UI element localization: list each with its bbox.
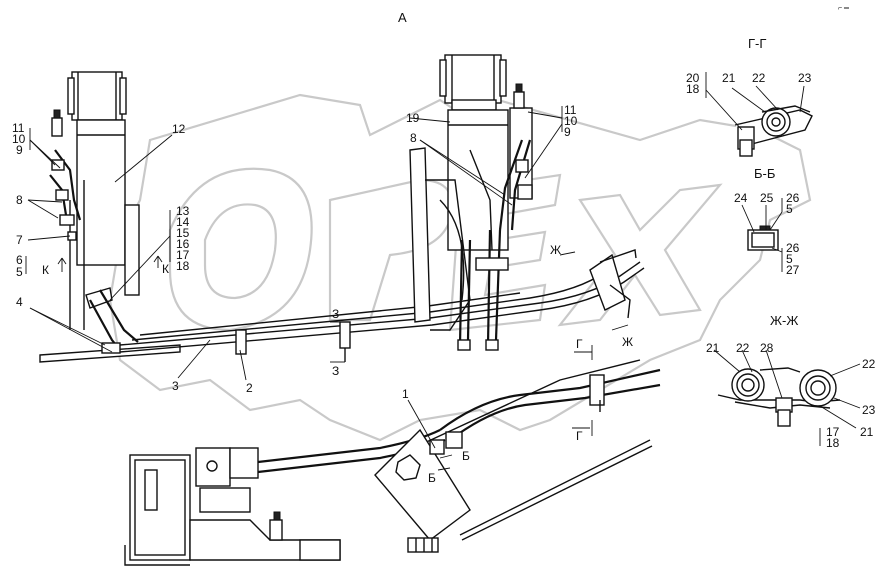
callout-12: 12 <box>172 122 186 136</box>
central-lift-cylinder <box>409 54 533 351</box>
callout-zh-17: 17 <box>826 425 840 439</box>
callout-5: 5 <box>16 265 23 279</box>
hydraulic-tubes <box>119 261 645 362</box>
callout-bb-24: 24 <box>734 191 748 205</box>
lower-hose-run <box>419 359 661 541</box>
callout-bb-26a: 26 <box>786 191 800 205</box>
callout-zh-22: 22 <box>736 341 750 355</box>
callout-zh-21-right: 21 <box>860 425 874 439</box>
callout-13: 13 <box>176 204 190 218</box>
callout-gg-23: 23 <box>798 71 812 85</box>
callout-gg-18: 18 <box>686 82 700 96</box>
callout-zh-22-right: 22 <box>862 357 876 371</box>
callout-9: 9 <box>16 143 23 157</box>
callout-zh-28: 28 <box>760 341 774 355</box>
callout-17: 17 <box>176 248 190 262</box>
callout-15: 15 <box>176 226 190 240</box>
cut-mark-z-top: З <box>332 307 339 321</box>
tube-end-bracket <box>589 249 637 319</box>
callout-19: 19 <box>406 111 420 125</box>
callout-9-right: 9 <box>564 125 571 139</box>
cut-mark-g-bottom: Г <box>576 429 583 443</box>
cut-mark-zh-bottom: Ж <box>622 335 633 349</box>
callout-zh-18: 18 <box>826 436 840 450</box>
callout-gg-22: 22 <box>752 71 766 85</box>
cut-mark-k-left: К <box>42 263 49 277</box>
callout-3: 3 <box>172 379 179 393</box>
cut-mark-b-top: Б <box>462 449 470 463</box>
cut-mark-zh-top: Ж <box>550 243 561 257</box>
callout-8-center: 8 <box>410 131 417 145</box>
section-gg: Г-Г <box>734 36 813 157</box>
cut-mark-g-top: Г <box>576 337 583 351</box>
callout-bb-5b: 5 <box>786 252 793 266</box>
callout-7: 7 <box>16 233 23 247</box>
callout-zh-23: 23 <box>862 403 876 417</box>
callout-bb-5a: 5 <box>786 202 793 216</box>
section-gg-title: Г-Г <box>748 36 766 51</box>
cut-mark-k-right: К <box>162 262 169 276</box>
callout-gg-21: 21 <box>722 71 736 85</box>
callout-14: 14 <box>176 215 190 229</box>
callout-zh-21: 21 <box>706 341 720 355</box>
leader-lines <box>25 72 861 471</box>
corner-mark: ⌐ ═ <box>838 5 849 12</box>
callout-18: 18 <box>176 259 190 273</box>
section-zhzh-title: Ж-Ж <box>770 313 798 328</box>
callout-bb-27: 27 <box>786 263 800 277</box>
distributor-unit <box>374 428 471 553</box>
callout-11: 11 <box>12 121 25 135</box>
callout-bb-25: 25 <box>760 191 774 205</box>
cut-mark-b-bottom: Б <box>428 471 436 485</box>
base-plate <box>39 342 181 363</box>
callout-2: 2 <box>246 381 253 395</box>
section-zhzh: Ж-Ж <box>717 313 841 427</box>
callout-labels: 11 10 9 8 7 6 5 К 4 12 13 14 15 16 17 18… <box>12 71 876 485</box>
callout-4: 4 <box>16 295 23 309</box>
callout-11-right: 11 <box>564 103 577 117</box>
callout-1: 1 <box>402 387 409 401</box>
callout-10-right: 10 <box>564 114 578 128</box>
view-label: А <box>398 10 407 25</box>
left-lift-cylinder <box>49 71 140 351</box>
callout-6: 6 <box>16 253 23 267</box>
callout-bb-26b: 26 <box>786 241 800 255</box>
section-bb: Б-Б <box>747 166 779 251</box>
callout-16: 16 <box>176 237 190 251</box>
callout-gg-20: 20 <box>686 71 700 85</box>
callout-10: 10 <box>12 132 26 146</box>
section-bb-title: Б-Б <box>754 166 775 181</box>
callout-8: 8 <box>16 193 23 207</box>
cut-mark-z-bottom: З <box>332 364 339 378</box>
